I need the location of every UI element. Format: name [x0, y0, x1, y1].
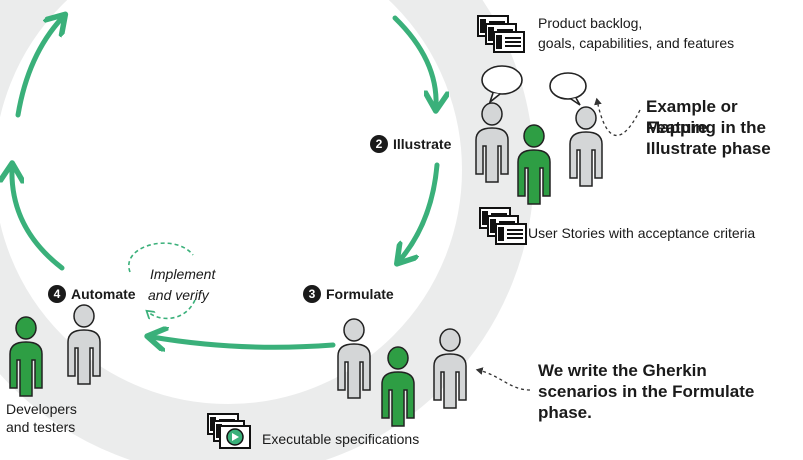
pointer-illustrate [594, 97, 641, 137]
dev-testers-label-line2: and testers [6, 419, 76, 435]
step-formulate: 3 Formulate [303, 285, 394, 303]
person-icon-green [517, 124, 551, 205]
person-icon-green [9, 316, 43, 397]
loop-label-line1: Implement [150, 266, 216, 282]
callout-formulate-line2: scenarios in the Formulate [538, 382, 755, 401]
step-number-badge: 4 [48, 285, 66, 303]
arrow-to-illustrate [392, 15, 436, 106]
backlog-label-line1: Product backlog, [538, 15, 643, 31]
user-stories-label: User Stories with acceptance criteria [528, 225, 756, 241]
step-automate: 4 Automate [48, 285, 136, 303]
arrow-to-automate [152, 337, 336, 347]
callout-illustrate-line3: Illustrate phase [646, 139, 771, 158]
callout-illustrate-line1: Example or Feature [646, 97, 738, 137]
dashed-loop-lower [148, 299, 196, 318]
callout-formulate-line3: phase. [538, 403, 592, 422]
step-number-badge: 2 [370, 135, 388, 153]
step-label: Automate [71, 286, 136, 302]
step-label: Formulate [326, 286, 394, 302]
arrow-to-top [15, 18, 62, 118]
step-illustrate: 2 Illustrate [370, 135, 451, 153]
callout-formulate-line1: We write the Gherkin [538, 361, 707, 380]
loop-label-line2: and verify [148, 287, 209, 303]
dashed-loop-upper [128, 242, 194, 273]
person-icon-gray [433, 328, 467, 409]
person-icon-gray [337, 318, 371, 399]
person-icon-gray [67, 304, 101, 385]
arrow-to-formulate [400, 162, 440, 260]
pointer-formulate [475, 367, 531, 391]
person-icon-green [381, 346, 415, 427]
dev-testers-label-line1: Developers [6, 401, 77, 417]
person-icon-gray [475, 102, 509, 183]
executable-spec-icon [207, 413, 251, 449]
callout-illustrate-line2: Mapping in the [646, 118, 766, 137]
speech-bubble-icon-left [481, 65, 523, 105]
backlog-label-line2: goals, capabilities, and features [538, 35, 735, 51]
arrow-automate-up [12, 168, 65, 271]
person-icon-gray [569, 106, 603, 187]
executable-specs-label: Executable specifications [262, 431, 420, 447]
speech-bubble-icon-right [549, 72, 587, 106]
step-label: Illustrate [393, 136, 452, 152]
step-number-badge: 3 [303, 285, 321, 303]
